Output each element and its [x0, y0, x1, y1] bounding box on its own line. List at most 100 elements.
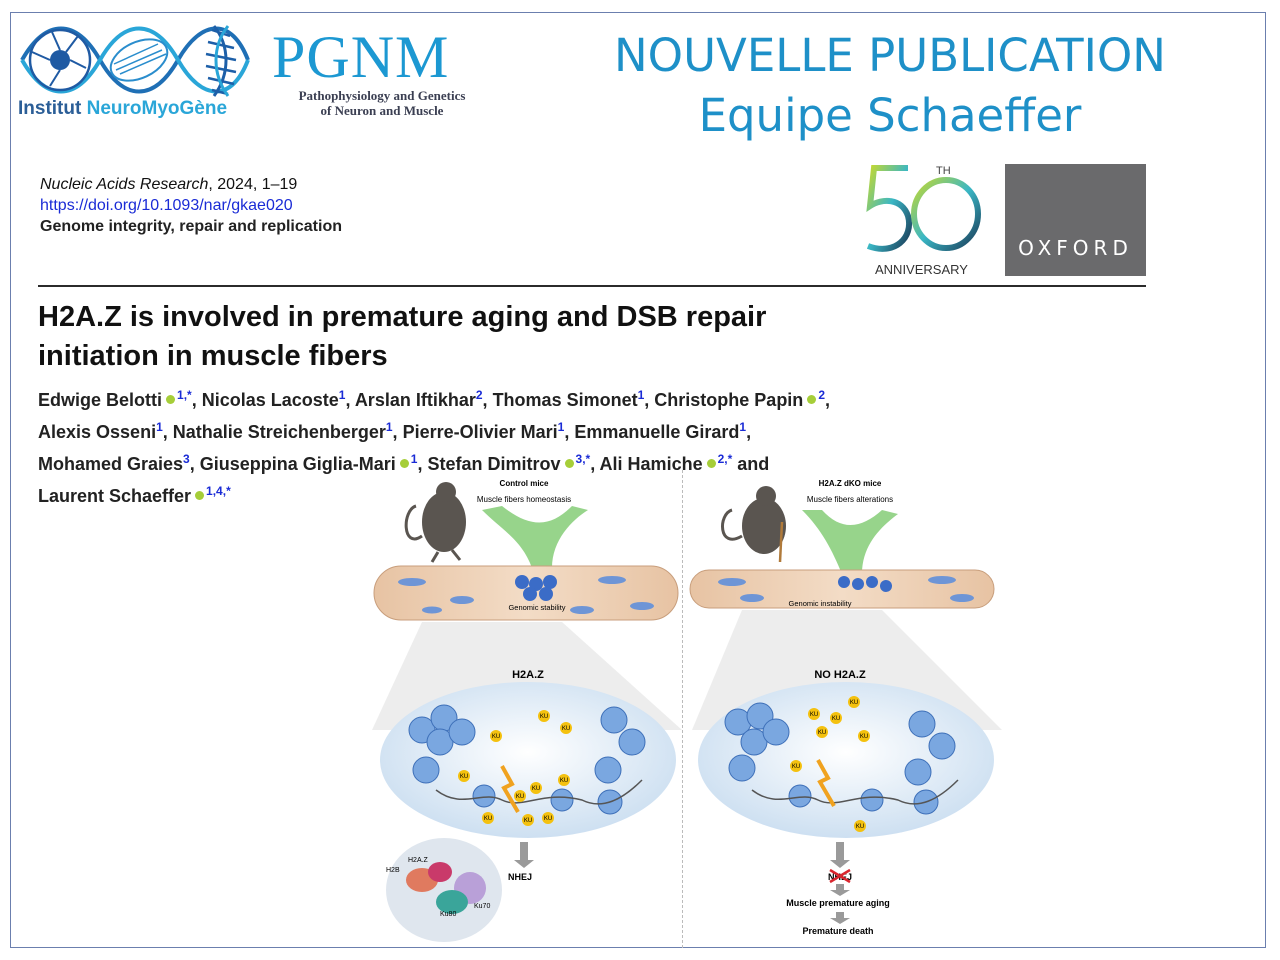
- author-separator: ,: [482, 390, 493, 410]
- author-name[interactable]: Edwige Belotti: [38, 390, 163, 410]
- author-affiliation: 3: [183, 452, 190, 466]
- neuron-altered-icon: [802, 510, 898, 574]
- svg-text:KU: KU: [524, 818, 532, 824]
- genomic-stability-label: Genomic stability: [508, 603, 565, 612]
- institute-name: Institut NeuroMyoGène: [18, 98, 227, 120]
- oxford-label: OXFORD: [1018, 236, 1133, 260]
- author-entry: Thomas Simonet1,: [492, 388, 655, 410]
- orcid-icon[interactable]: [564, 459, 574, 468]
- graphical-abstract: Control mice Muscle fibers homeostasis G…: [352, 470, 1012, 948]
- genomic-instability-label: Genomic instability: [789, 599, 852, 608]
- article-title: H2A.Z is involved in premature aging and…: [38, 298, 938, 376]
- anniversary-badge: TH ANNIVERSARY: [862, 160, 982, 280]
- author-name[interactable]: Nathalie Streichenberger: [172, 422, 386, 442]
- article-title-line1: H2A.Z is involved in premature aging and…: [38, 301, 767, 333]
- svg-text:KU: KU: [492, 734, 500, 740]
- author-affiliation: 1: [385, 420, 393, 434]
- orcid-icon[interactable]: [166, 395, 176, 404]
- author-name[interactable]: Alexis Osseni: [38, 422, 157, 442]
- orcid-icon[interactable]: [399, 459, 409, 468]
- author-separator: ,: [191, 390, 202, 410]
- left-panel-subtitle: Muscle fibers homeostasis: [477, 495, 571, 504]
- author-name[interactable]: Christophe Papin: [654, 390, 804, 410]
- author-separator: ,: [564, 422, 575, 442]
- svg-text:KU: KU: [532, 786, 540, 792]
- author-affiliation: 1: [156, 420, 163, 434]
- doi-link[interactable]: https://doi.org/10.1093/nar/gkae020: [40, 197, 293, 214]
- right-arrow2-icon: [830, 884, 850, 896]
- left-muscle-fiber: [373, 565, 679, 621]
- author-affiliation: 1: [637, 388, 645, 402]
- author-affiliation: 2: [818, 388, 825, 402]
- author-name[interactable]: Laurent Schaeffer: [38, 486, 192, 506]
- blocked-cross-icon: [829, 868, 851, 884]
- headline-line1: NOUVELLE PUBLICATION: [614, 29, 1166, 82]
- orcid-icon[interactable]: [706, 459, 716, 468]
- author-entry: Mohamed Graies3,: [38, 452, 200, 474]
- left-zoom-title: H2A.Z: [512, 669, 544, 681]
- graphical-abstract-svg: Control mice Muscle fibers homeostasis G…: [372, 479, 1002, 942]
- svg-text:KU: KU: [560, 778, 568, 784]
- right-ku-proteins: KU KU KU KU KU KU KU: [790, 696, 870, 832]
- author-separator: ,: [162, 422, 173, 442]
- author-separator: and: [732, 454, 770, 474]
- institut-neuromyogene-logo: Institut NeuroMyoGène: [16, 22, 252, 126]
- author-name[interactable]: Stefan Dimitrov: [427, 454, 561, 474]
- author-affiliation: 1,4,*: [206, 484, 231, 498]
- author-name[interactable]: Mohamed Graies: [38, 454, 184, 474]
- right-chromatin: [724, 702, 959, 815]
- author-separator: ,: [644, 390, 655, 410]
- svg-text:KU: KU: [460, 774, 468, 780]
- author-affiliation: 2,*: [717, 452, 733, 466]
- author-name[interactable]: Emmanuelle Girard: [574, 422, 740, 442]
- author-name[interactable]: Giuseppina Giglia-Mari: [199, 454, 396, 474]
- left-arrow-icon: [514, 842, 534, 868]
- author-name[interactable]: Pierre-Olivier Mari: [402, 422, 558, 442]
- author-separator: ,: [746, 422, 752, 442]
- svg-text:KU: KU: [484, 816, 492, 822]
- left-outcome-nhej: NHEJ: [508, 872, 532, 882]
- author-affiliation: 2: [475, 388, 483, 402]
- anniversary-label: ANNIVERSARY: [875, 262, 968, 277]
- nhej-complex-inset: [386, 838, 502, 942]
- svg-text:KU: KU: [860, 734, 868, 740]
- author-separator: ,: [417, 454, 428, 474]
- institute-name-part1: Institut: [18, 98, 87, 119]
- author-affiliation: 3,*: [575, 452, 591, 466]
- svg-text:KU: KU: [562, 726, 570, 732]
- author-entry: Ali Hamiche 2,* and: [599, 452, 770, 474]
- author-name[interactable]: Nicolas Lacoste: [201, 390, 339, 410]
- author-name[interactable]: Thomas Simonet: [492, 390, 638, 410]
- journal-year-pages: , 2024, 1–19: [208, 176, 298, 193]
- right-zoom-title: NO H2A.Z: [814, 669, 866, 681]
- header-divider: [38, 285, 1146, 287]
- author-entry: Laurent Schaeffer 1,4,*: [38, 484, 231, 506]
- author-separator: ,: [825, 390, 831, 410]
- author-name[interactable]: Arslan Iftikhar: [354, 390, 476, 410]
- author-entry: Nicolas Lacoste1,: [201, 388, 355, 410]
- author-entry: Emmanuelle Girard1,: [574, 420, 752, 442]
- author-separator: ,: [345, 390, 355, 410]
- svg-text:KU: KU: [792, 764, 800, 770]
- svg-text:KU: KU: [818, 730, 826, 736]
- author-entry: Pierre-Olivier Mari1,: [402, 420, 575, 442]
- anniversary-th: TH: [936, 165, 951, 177]
- svg-text:KU: KU: [850, 700, 858, 706]
- anniversary-50-icon: TH ANNIVERSARY: [866, 165, 981, 277]
- right-arrow-icon: [830, 842, 850, 868]
- mouse-icon: [404, 482, 466, 563]
- headline-line2: Equipe Schaeffer: [698, 89, 1082, 142]
- right-panel-subtitle: Muscle fibers alterations: [807, 495, 893, 504]
- orcid-icon[interactable]: [807, 395, 817, 404]
- author-name[interactable]: Ali Hamiche: [599, 454, 703, 474]
- right-muscle-fiber: [689, 569, 995, 609]
- inset-h2az-label: H2A.Z: [408, 857, 429, 864]
- author-entry: Christophe Papin 2,: [654, 388, 831, 410]
- author-entry: Arslan Iftikhar2,: [354, 388, 493, 410]
- citation-block: Nucleic Acids Research, 2024, 1–19 https…: [40, 174, 342, 237]
- orcid-icon[interactable]: [195, 491, 205, 500]
- old-mouse-icon: [721, 486, 786, 563]
